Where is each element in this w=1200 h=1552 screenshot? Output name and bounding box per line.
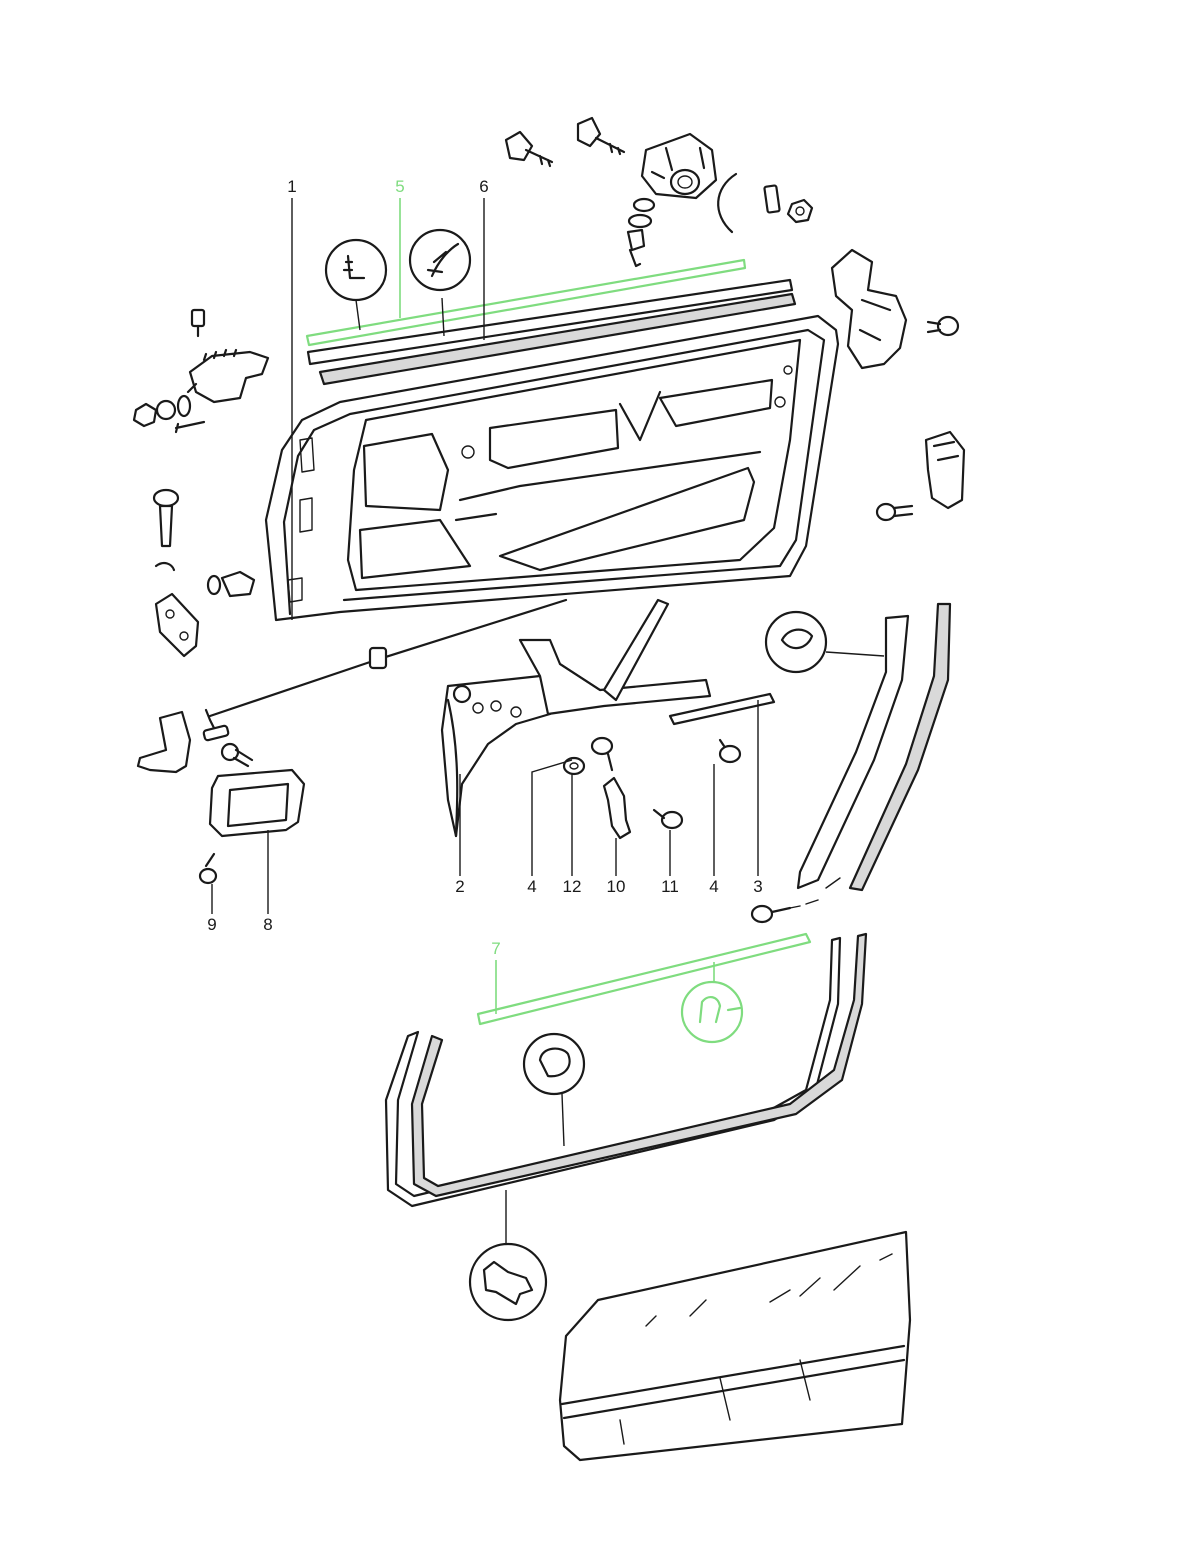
callout-9: 9 [207,915,216,934]
lower-window-seal-strip-7 [476,932,812,1026]
callout-8: 8 [263,915,272,934]
door-check-pin [152,488,180,572]
guide-screw [750,877,841,924]
lock-washers-and-screw [626,197,656,268]
inner-door-handle-lever [136,710,230,774]
section-detail-circle-6 [468,1242,548,1322]
inside-door-lock-mechanism [186,348,270,404]
striker-plate [924,430,966,510]
hinge-pin-top [190,308,206,338]
hinge-plate [154,592,200,658]
leader-lines [211,198,885,1244]
section-detail-circle-3 [764,610,828,674]
handle-escutcheon-8 [208,768,306,838]
door-frame-seal-outer [384,936,842,1208]
latch-screw-right [926,315,960,337]
callout-12: 12 [563,877,582,896]
window-guide-seal-rear [848,602,952,892]
section-detail-circle-1 [324,238,388,302]
callout-labels: 1 5 6 2 4 12 10 11 4 3 9 8 7 [207,177,762,958]
lock-cylinder-assembly [640,132,718,200]
door-frame-seal-inner [410,932,868,1198]
striker-screw [875,502,914,522]
section-detail-circle-5 [522,1032,586,1096]
regulator-rail-3 [668,692,776,726]
crank-screw-11 [652,808,684,830]
washer-12 [562,756,586,776]
callout-4-left: 4 [527,877,536,896]
door-key-left [504,130,554,168]
callout-2: 2 [455,877,464,896]
lock-retaining-clip [717,172,738,234]
lock-small-plate [763,184,781,214]
section-detail-circle-4 [680,980,744,1044]
remote-control-rod [204,598,568,730]
door-latch-mechanism [830,248,908,370]
bolt-with-washer-4-right [718,738,742,764]
outer-window-seal-strip-5 [305,258,747,347]
bolt-with-washer-4-left [590,736,614,772]
hinge-washers-and-nut [132,394,206,434]
callout-5: 5 [395,177,404,196]
callout-6: 6 [479,177,488,196]
escutcheon-screw-9 [198,852,218,885]
callout-1: 1 [287,177,296,196]
section-detail-circle-2 [408,228,472,292]
window-crank-10 [602,776,632,840]
door-key-right [576,116,626,156]
callout-4-right: 4 [709,877,718,896]
door-window-glass [558,1230,912,1462]
door-shell [264,314,840,622]
hinge-bolt-and-washer [206,570,256,598]
callout-3: 3 [753,877,762,896]
window-guide-seal-front [796,614,910,890]
window-regulator [440,598,712,838]
callout-11: 11 [661,877,679,896]
callout-10: 10 [607,877,626,896]
inner-window-seal-strip-6 [306,278,797,386]
lock-nut [786,198,814,224]
callout-7: 7 [491,939,500,958]
handle-screw [220,742,254,768]
